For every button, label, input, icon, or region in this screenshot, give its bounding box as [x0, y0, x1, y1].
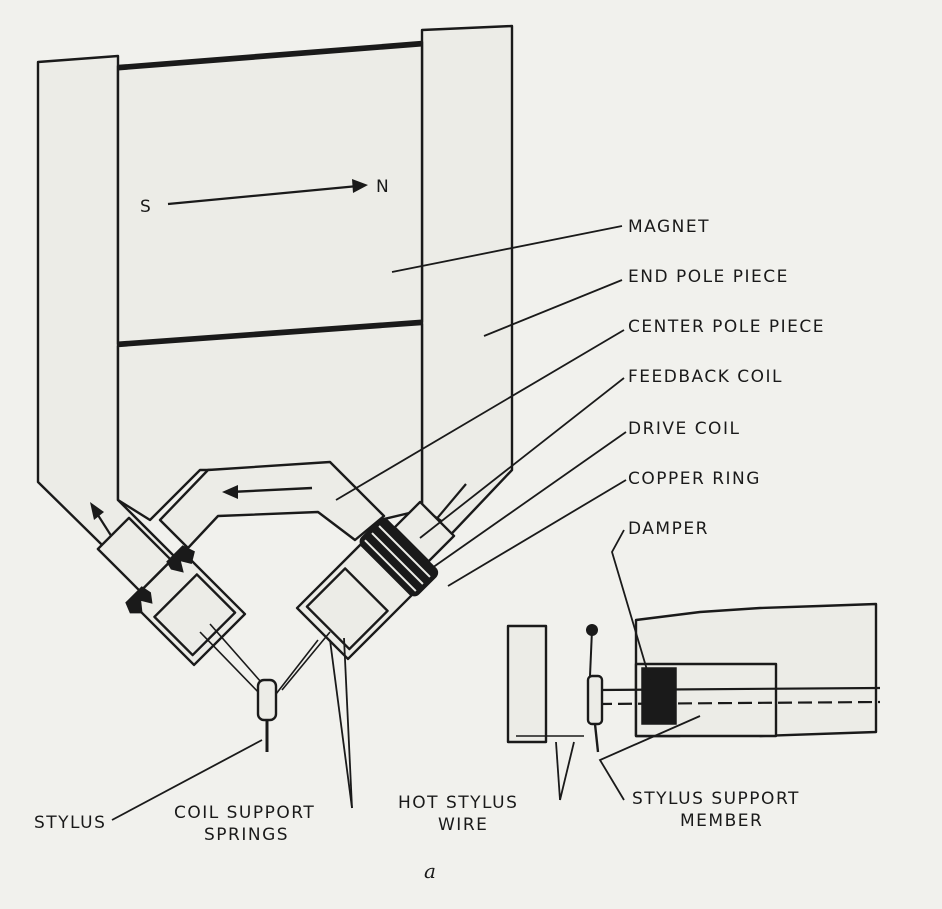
polarity-arrowhead	[352, 179, 368, 193]
leader-springs-2	[343, 637, 353, 809]
leader-hot-wire-1	[555, 741, 561, 801]
feedback-coil-label: FEEDBACK COIL	[628, 367, 783, 387]
leader-lines	[111, 225, 701, 821]
copper-ring-label: COPPER RING	[628, 469, 761, 489]
damper-label: DAMPER	[628, 519, 709, 539]
right-copper-ring	[393, 500, 456, 563]
center-pole-piece	[158, 460, 386, 550]
stylus-body	[256, 678, 278, 722]
stylus-support-inset	[506, 602, 881, 753]
end-pole-piece-label: END POLE PIECE	[628, 267, 789, 287]
inset-hot-wire	[589, 629, 593, 677]
magnet-assembly	[36, 24, 514, 594]
coil-support-springs-label-line2: SPRINGS	[204, 825, 289, 845]
left-feedback-coil-winding	[125, 586, 153, 614]
flux-arrowhead-left	[90, 502, 104, 520]
drive-coil-label: DRIVE COIL	[628, 419, 740, 439]
stylus-support-member-label-line2: MEMBER	[680, 811, 763, 831]
magnet-bottom-edge	[117, 319, 423, 347]
inset-support-member	[597, 686, 881, 692]
leader-feedback-coil	[419, 377, 625, 539]
flux-arrow-center	[229, 486, 313, 494]
coil-support-springs-label-line1: COIL SUPPORT	[174, 803, 315, 823]
leader-drive-coil	[431, 431, 627, 569]
left-drive-coil-winding	[166, 545, 195, 573]
right-coil-support-spring	[275, 639, 319, 695]
left-coil-assembly	[96, 516, 247, 667]
left-coil-support-spring	[199, 631, 263, 697]
leader-springs-1	[329, 639, 353, 809]
right-end-pole-piece	[410, 24, 514, 550]
stylus-label: STYLUS	[34, 813, 106, 833]
left-coil-inner	[153, 573, 237, 657]
south-pole-label: S	[140, 197, 152, 217]
leader-center-pole-piece	[335, 329, 625, 501]
leader-magnet	[391, 225, 623, 273]
flux-arrow-right	[433, 483, 467, 523]
inset-stylus	[593, 723, 600, 753]
flux-arrowhead-center	[222, 485, 238, 499]
stylus-support-member-label-line1: STYLUS SUPPORT	[632, 789, 800, 809]
stylus-assembly	[199, 623, 331, 752]
polarity-arrow	[167, 184, 359, 206]
inset-stylus-holder	[586, 674, 604, 726]
hot-stylus-wire-label-line1: HOT STYLUS	[398, 793, 518, 813]
leader-damper	[611, 529, 651, 681]
leader-copper-ring	[447, 479, 627, 587]
leader-end-pole-piece	[483, 279, 623, 337]
north-pole-label: N	[376, 177, 390, 197]
figure-caption: a	[424, 859, 436, 883]
inset-wire-terminal	[586, 624, 598, 636]
right-coil-assembly	[295, 500, 456, 661]
magnet-top-edge	[117, 41, 423, 71]
leader-stylus	[111, 739, 263, 821]
hot-stylus-wire-label-line2: WIRE	[438, 815, 488, 835]
inset-damper	[641, 667, 677, 725]
right-coil-inner	[305, 567, 389, 651]
leader-stylus-support-member	[598, 715, 701, 801]
magnet-label: MAGNET	[628, 217, 710, 237]
leader-hot-wire-2	[559, 741, 575, 801]
inset-left-block	[506, 624, 548, 744]
center-pole-piece-label: CENTER POLE PIECE	[628, 317, 825, 337]
